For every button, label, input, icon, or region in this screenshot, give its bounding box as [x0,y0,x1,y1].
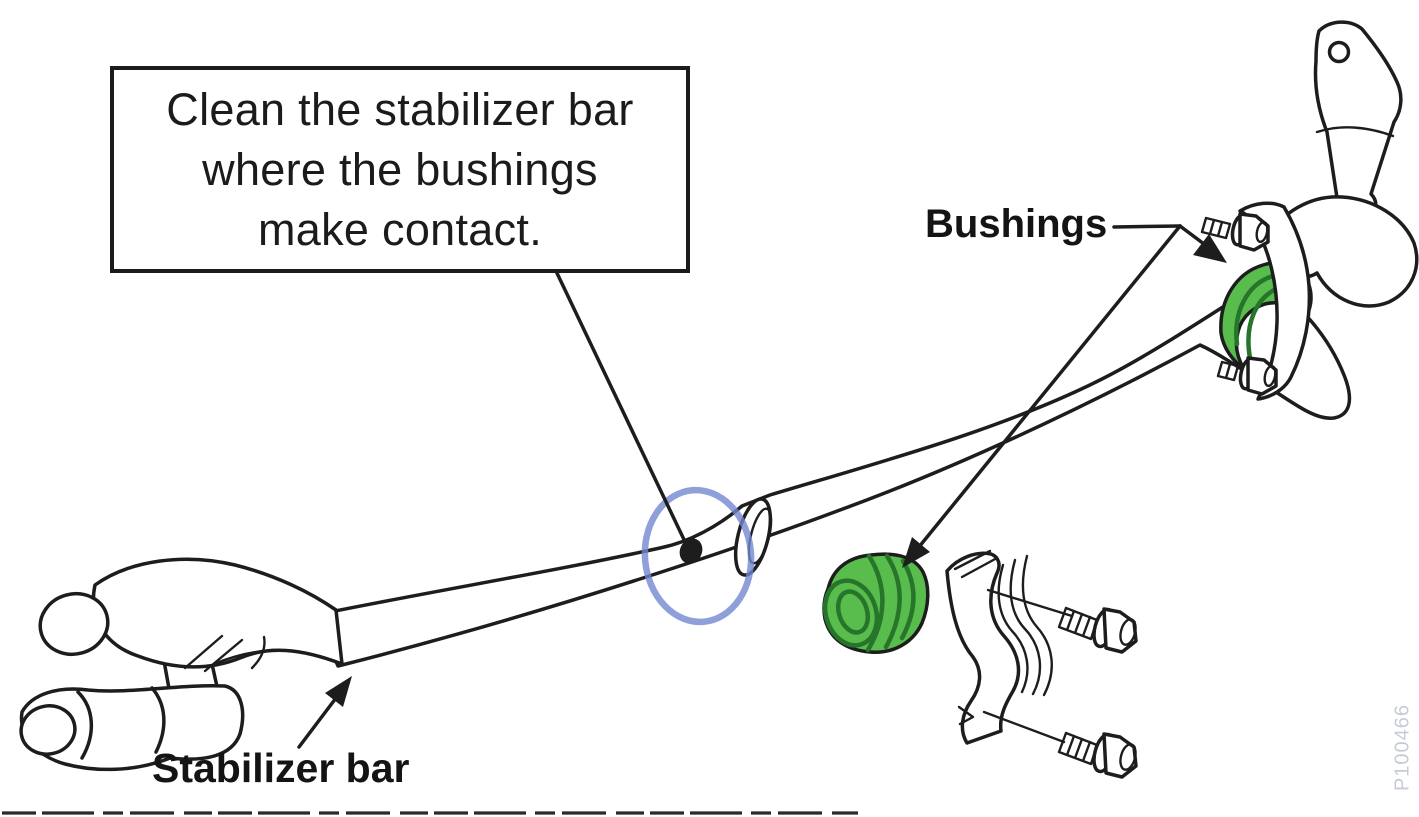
bushing-rib [1234,273,1276,347]
arrowhead [1193,234,1227,263]
arrowhead [325,676,352,707]
bolt-loose-lower [1057,731,1138,779]
bar-shoulder-body [1262,195,1419,308]
flat-section-hatch [203,638,244,673]
installed-bolt-upper [1200,212,1270,252]
bolt-face [1119,743,1137,771]
flat-section-hatch [183,634,224,670]
bracket-ridge [997,563,1029,694]
bushings-leader-arrows [902,224,1227,568]
label-bushings: Bushings [925,202,1108,246]
end-link-groove [76,690,94,760]
bolt-axis-line [986,588,1074,618]
note-line: Clean the stabilizer bar [166,83,634,135]
bushing-rib [883,553,902,650]
bolt-face [1263,364,1277,388]
crank-crease [212,649,338,666]
bushing-face-inner [835,589,871,635]
crank-arm [91,557,344,669]
bushing-face-outer [822,578,880,648]
bolt-face [1255,220,1269,244]
tab-crease [1315,126,1395,138]
flat-section-edge [250,635,266,670]
bracket-top-fold [953,549,999,579]
bushing-rib [865,553,885,653]
arrowhead [902,537,930,568]
bolt-threads [1057,606,1099,641]
bushing-rib [899,558,916,641]
label-stabilizer-bar: Stabilizer bar [152,745,410,791]
end-link-groove [150,686,166,754]
bolt-threads [1216,360,1240,382]
bar-upper-arm [1262,20,1419,308]
bolt-face [1119,618,1137,646]
leader-to-loose-bushing [908,224,1182,560]
crank-end-cap [38,591,110,657]
bracket-ridge [1009,558,1042,696]
bracket-bottom-fold [957,705,975,726]
note-box: Clean the stabilizer bar where the bushi… [110,66,690,273]
bolt-axis-line [982,710,1066,744]
bracket-loose [945,549,1053,745]
stabilizer-bar-tube [327,280,1352,668]
bolt-threads [1057,731,1099,766]
bushing-loose [822,552,930,654]
leader-line [297,696,338,749]
bracket-ridge [1021,554,1053,697]
tab-bolt-hole [1327,40,1351,64]
bolt-loose-upper [1057,606,1138,654]
loose-bracket-body [945,551,1021,745]
contact-point-dot [679,538,703,564]
note-line: where the bushings [202,143,598,195]
bar-crank-end [38,557,344,673]
bolt-threads [1200,216,1232,240]
leader-to-installed-bushing [1178,224,1206,246]
figure-number-watermark: P100466 [1391,703,1414,792]
contact-area-highlight-circle [641,486,755,626]
note-leader-line [554,269,690,550]
stabilizer-bar-arrow [297,676,352,749]
end-link-bushing-body [19,683,245,772]
end-link-cap [19,704,77,756]
installed-bolt-lower [1216,356,1278,396]
note-line: make contact. [257,203,543,255]
leader-connector [1112,224,1182,229]
